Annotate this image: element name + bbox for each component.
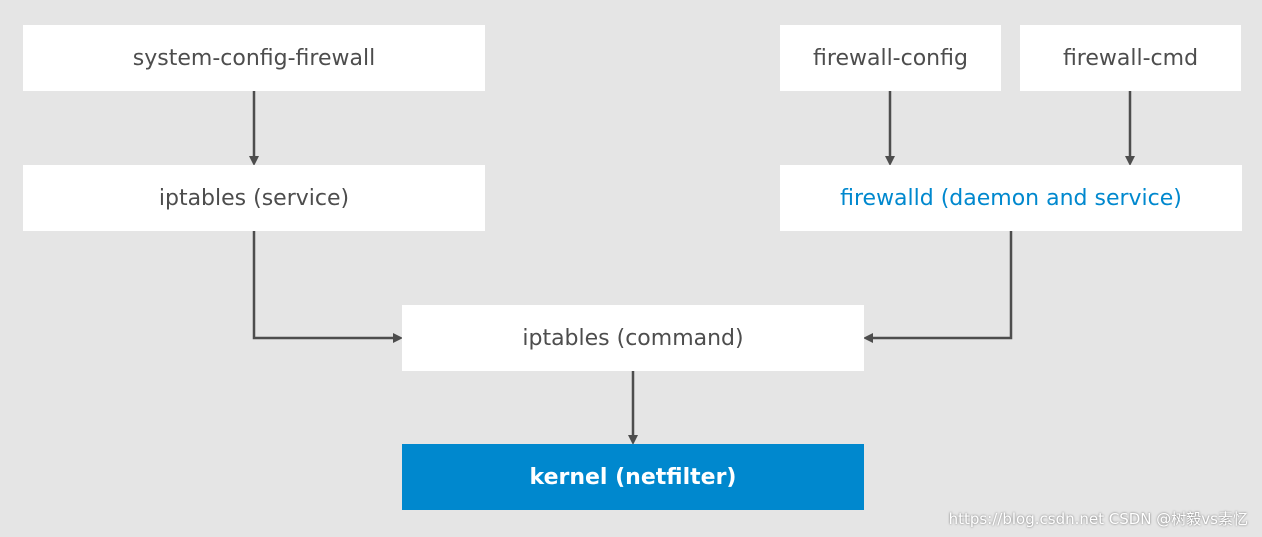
watermark-text: https://blog.csdn.net CSDN @树毅vs素忆 (948, 510, 1248, 528)
node-label: iptables (service) (158, 185, 350, 211)
node-iptables-command: iptables (command) (402, 305, 864, 371)
node-label: kernel (netfilter) (529, 464, 737, 490)
node-label: system-config-firewall (132, 45, 376, 71)
arrow-iptables-service-to-iptables-command (252, 231, 403, 343)
node-firewalld: firewalld (daemon and service) (780, 165, 1242, 231)
node-kernel-netfilter: kernel (netfilter) (402, 444, 864, 510)
node-system-config-firewall: system-config-firewall (23, 25, 485, 91)
node-firewall-config: firewall-config (780, 25, 1001, 91)
node-label: iptables (command) (522, 325, 744, 351)
node-label: firewalld (daemon and service) (840, 185, 1182, 211)
arrow-firewalld-to-iptables-command (863, 231, 1013, 343)
node-iptables-service: iptables (service) (23, 165, 485, 231)
node-label: firewall-config (813, 45, 968, 71)
node-firewall-cmd: firewall-cmd (1020, 25, 1241, 91)
node-label: firewall-cmd (1062, 45, 1199, 71)
